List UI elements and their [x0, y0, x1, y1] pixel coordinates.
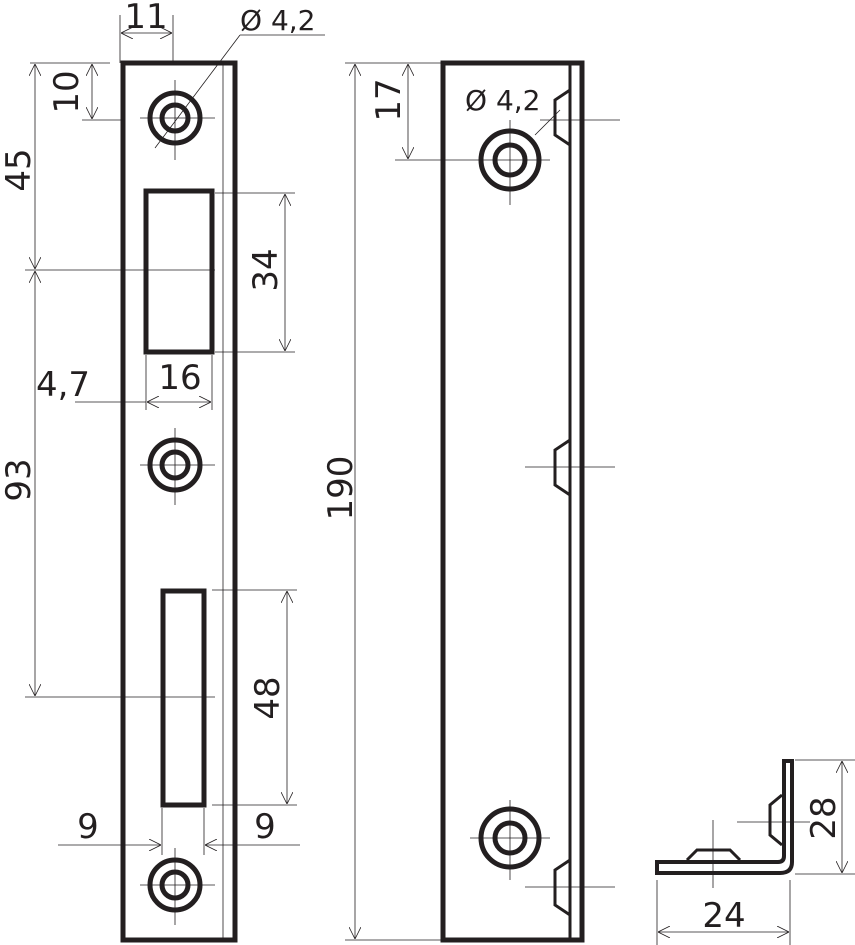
side-plate-outline [440, 60, 585, 943]
dim-48: 48 [248, 676, 288, 719]
dim-28: 28 [804, 796, 844, 839]
side-view: Ø 4,2 190 17 [321, 60, 620, 943]
latch-slot [143, 188, 215, 355]
side-dim-hole-diameter: Ø 4,2 [465, 84, 540, 117]
dim-17: 17 [369, 78, 409, 121]
dim-10: 10 [47, 70, 87, 113]
profile-view: 28 24 [655, 759, 855, 945]
side-hole-top [395, 120, 550, 205]
dim-24: 24 [702, 896, 745, 936]
side-notches [525, 88, 620, 917]
dim-4-7: 4,7 [36, 365, 90, 405]
mounting-hole-middle [140, 428, 215, 505]
side-hole-bottom [470, 800, 550, 880]
dim-9-left: 9 [77, 807, 99, 847]
dim-190: 190 [321, 456, 361, 521]
dim-hole-diameter: Ø 4,2 [240, 4, 315, 37]
dim-34: 34 [246, 248, 286, 291]
dim-93: 93 [0, 458, 39, 501]
dim-11: 11 [124, 0, 167, 37]
mounting-hole-top [140, 80, 215, 160]
mounting-hole-bottom [140, 848, 215, 925]
dim-45: 45 [0, 148, 39, 191]
front-plate-outline [120, 60, 238, 943]
bolt-slot [160, 588, 207, 808]
dim-16: 16 [158, 358, 201, 398]
dim-9-right: 9 [254, 807, 276, 847]
front-view: 11 Ø 4,2 10 45 93 34 4,7 16 48 9 9 [0, 0, 325, 943]
